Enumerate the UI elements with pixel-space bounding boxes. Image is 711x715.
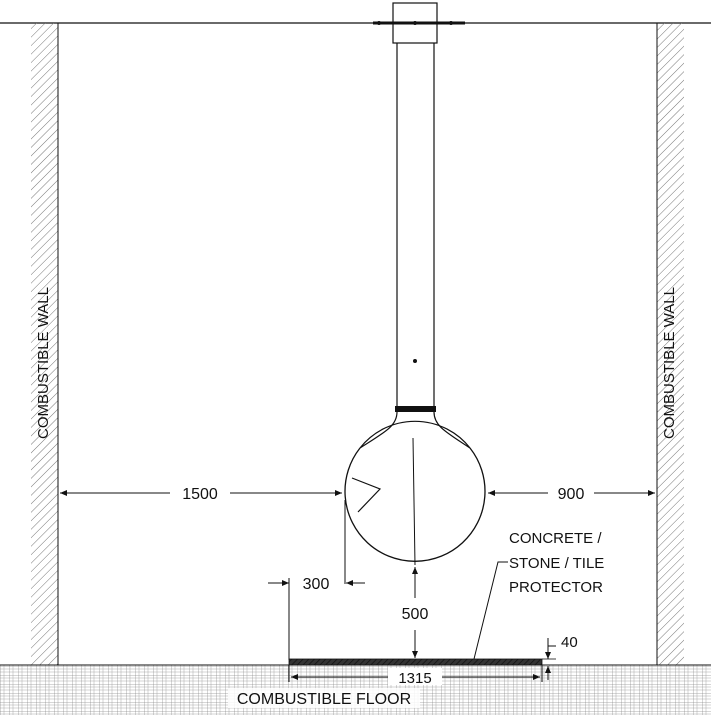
left-wall: COMBUSTIBLE WALL: [31, 23, 59, 665]
floor-label: COMBUSTIBLE FLOOR: [228, 688, 420, 708]
dim-protector-width-value: 1315: [398, 670, 431, 687]
ceiling-collar: [373, 2, 465, 44]
dim-floor-gap-value: 500: [402, 606, 429, 623]
protector-label-line3: PROTECTOR: [509, 579, 603, 596]
dim-left-clearance-value: 1500: [182, 486, 218, 503]
protector-label-line1: CONCRETE /: [509, 530, 602, 547]
protector-label-line2: STONE / TILE: [509, 555, 604, 572]
dim-protector-width: 1315: [288, 665, 543, 687]
dim-protector-thickness: 40: [542, 634, 578, 680]
dim-floor-gap: 500: [402, 567, 429, 658]
right-wall-label: COMBUSTIBLE WALL: [661, 287, 678, 439]
left-wall-label: COMBUSTIBLE WALL: [35, 287, 52, 439]
dim-protector-front: 300: [268, 500, 365, 660]
flue-pipe: [395, 43, 436, 412]
fireplace-sphere: [344, 411, 486, 566]
protector-slab: [288, 658, 543, 666]
dim-right-clearance: 900: [488, 486, 655, 503]
dim-left-clearance: 1500: [60, 486, 342, 503]
dim-right-clearance-value: 900: [558, 486, 585, 503]
right-wall: COMBUSTIBLE WALL: [656, 23, 684, 665]
dim-protector-front-value: 300: [303, 576, 330, 593]
floor-label-text: COMBUSTIBLE FLOOR: [237, 691, 411, 708]
dim-protector-thickness-value: 40: [561, 634, 578, 651]
protector-label: CONCRETE / STONE / TILE PROTECTOR: [473, 530, 604, 660]
